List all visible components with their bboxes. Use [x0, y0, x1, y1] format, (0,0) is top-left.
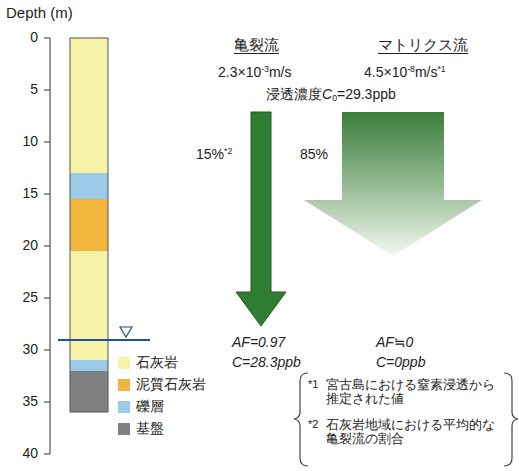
footnote-text-group: 石灰岩地域における平均的な亀裂流の割合	[326, 418, 506, 447]
footnote-text-group: 宮古島における窒素浸透から推定された値	[326, 378, 506, 407]
input-concentration: 浸透濃度	[266, 86, 322, 102]
legend-item: 石灰岩	[118, 354, 178, 372]
depth-tick-group: 40	[22, 445, 38, 461]
footnote-bracket	[294, 373, 518, 466]
input-concentration: C	[322, 86, 332, 102]
column-heading: 亀裂流	[234, 36, 279, 53]
flow-velocity: -8	[407, 64, 415, 74]
depth-tick: 35	[22, 393, 38, 409]
footnote-mark: *1	[308, 378, 318, 390]
depth-tick-group: 0	[30, 29, 38, 45]
flow-velocity: m/s	[415, 64, 438, 80]
attenuation-factor-group: AF≒0	[376, 334, 413, 350]
legend-item: 礫層	[118, 398, 164, 416]
attenuation-factor: AF=0.97	[232, 334, 285, 350]
concentration-group: C=28.3ppb	[232, 354, 301, 370]
matrix-flow-arrow	[304, 112, 482, 256]
water-table	[58, 327, 150, 340]
flow-velocity: m/s	[269, 64, 292, 80]
depth-tick-group: 10	[22, 133, 38, 149]
legend-swatch	[118, 357, 130, 369]
input-concentration: =29.3ppb	[337, 86, 396, 102]
depth-tick: 0	[30, 29, 38, 45]
legend-swatch	[118, 401, 130, 413]
axis-title: Depth (m)	[6, 4, 73, 21]
flow-velocity: *1	[438, 64, 446, 74]
flow-ratio: 85%	[300, 146, 328, 162]
depth-tick: 40	[22, 445, 38, 461]
depth-tick: 5	[30, 81, 38, 97]
flow-ratio-group: 85%	[300, 146, 328, 162]
axis-title-group: Depth (m)	[6, 4, 73, 21]
depth-tick: 10	[22, 133, 38, 149]
legend-text: 礫層	[136, 398, 164, 416]
geologic-column	[70, 38, 108, 412]
depth-tick-group: 35	[22, 393, 38, 409]
attenuation-factor: AF≒0	[376, 334, 413, 350]
depth-tick-group: 30	[22, 341, 38, 357]
flow-velocity-group: 2.3×10-3m/s	[218, 64, 292, 80]
depth-tick-group: 5	[30, 81, 38, 97]
concentration: C=0ppb	[376, 354, 425, 370]
footnote-text: 石灰岩地域における平均的な亀裂流の割合	[326, 418, 495, 446]
flow-ratio: *2	[224, 146, 232, 156]
legend-item: 泥質石灰岩	[118, 376, 206, 394]
legend-text: 基盤	[136, 420, 164, 438]
depth-axis	[44, 38, 50, 454]
input-concentration-group: 浸透濃度C0=29.3ppb	[266, 86, 396, 103]
flow-velocity: 2.3×10	[218, 64, 261, 80]
attenuation-factor-group: AF=0.97	[232, 334, 285, 350]
footnote-mark-group: *2	[308, 418, 318, 431]
fissure-flow-arrow	[236, 112, 286, 326]
depth-tick-group: 25	[22, 289, 38, 305]
depth-tick: 30	[22, 341, 38, 357]
depth-tick: 25	[22, 289, 38, 305]
depth-tick-group: 20	[22, 237, 38, 253]
footnote-text: 宮古島における窒素浸透から推定された値	[326, 378, 495, 406]
concentration-group: C=0ppb	[376, 354, 425, 370]
flow-ratio-group: 15%*2	[196, 146, 232, 162]
flow-velocity: 4.5×10	[364, 64, 407, 80]
flow-velocity: -3	[261, 64, 269, 74]
column-heading-group: マトリクス流	[378, 36, 468, 53]
concentration: C=28.3ppb	[232, 354, 301, 370]
legend-text: 石灰岩	[136, 354, 178, 372]
flow-ratio: 15%	[196, 146, 224, 162]
input-concentration: 0	[332, 93, 337, 103]
legend-text: 泥質石灰岩	[136, 376, 206, 394]
depth-tick: 15	[22, 185, 38, 201]
column-heading: マトリクス流	[378, 36, 468, 53]
column-heading-group: 亀裂流	[234, 36, 279, 53]
footnote-mark: *2	[308, 418, 318, 430]
flow-velocity-group: 4.5×10-8m/s*1	[364, 64, 446, 80]
legend-swatch	[118, 379, 130, 391]
depth-tick-group: 15	[22, 185, 38, 201]
depth-tick: 20	[22, 237, 38, 253]
legend-swatch	[118, 423, 130, 435]
legend-item: 基盤	[118, 420, 164, 438]
footnote-mark-group: *1	[308, 378, 318, 391]
